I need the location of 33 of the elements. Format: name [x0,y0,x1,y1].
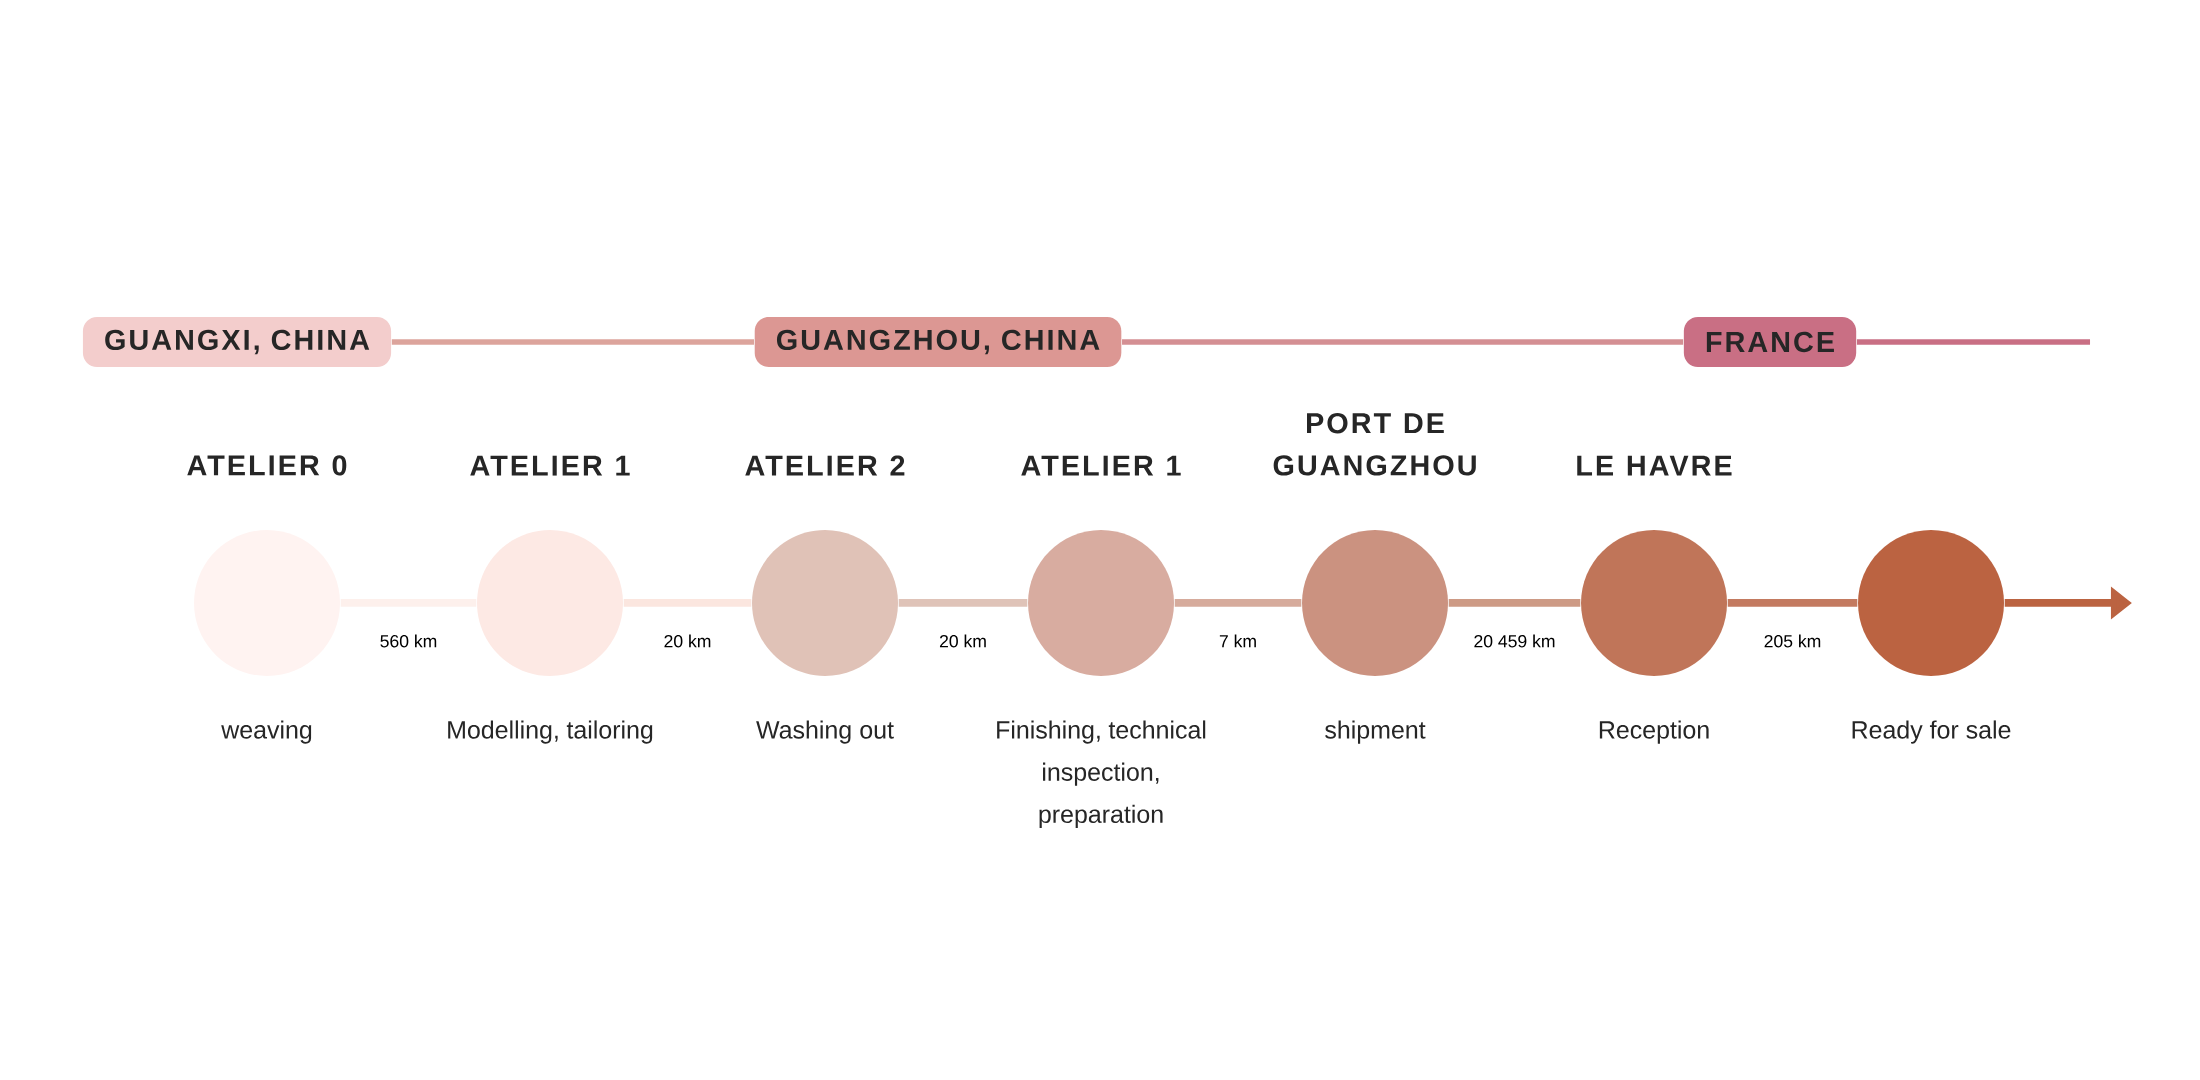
connector-line [340,599,477,607]
distance-label: 7 km [1219,634,1256,648]
distance-label: 20 459 km [1474,634,1555,648]
stage-circle [1028,530,1174,676]
stage-description: weaving [221,720,312,744]
stage-heading: LE HAVRE [1577,455,1732,476]
stage-heading: ATELIER 1 [470,455,630,476]
distance-label: 560 km [380,634,437,648]
connector-line [1856,339,2090,345]
stage-circle [1581,530,1727,676]
stage-heading: ATELIER 0 [187,455,347,476]
connector-line [623,599,752,607]
stage-circle [1302,530,1448,676]
stage-circle [1858,530,2004,676]
distance-label: 20 km [939,634,986,648]
stage-description: Reception [1599,720,1709,744]
stage-description: Washing out [756,720,894,744]
connector-line [1122,339,1684,345]
stage-heading: ATELIER 2 [745,455,905,476]
stage-circle [477,530,623,676]
stage-description: Ready for sale [1852,720,2011,744]
connector-line [391,339,754,345]
stage-heading: ATELIER 1 [1021,455,1181,476]
region-label: FRANCE [1683,317,1857,367]
region-label: GUANGXI, CHINA [82,317,392,367]
stage-description: Finishing, technical inspection, preparation [997,720,1206,828]
distance-label: 205 km [1764,634,1821,648]
stage-description: Modelling, tailoring [448,720,653,744]
distance-label: 20 km [664,634,711,648]
stage-heading: PORT DE GUANGZHOU [1273,413,1476,476]
stage-description: shipment [1325,720,1426,744]
region-label: GUANGZHOU, CHINA [754,317,1122,367]
stage-circle [752,530,898,676]
